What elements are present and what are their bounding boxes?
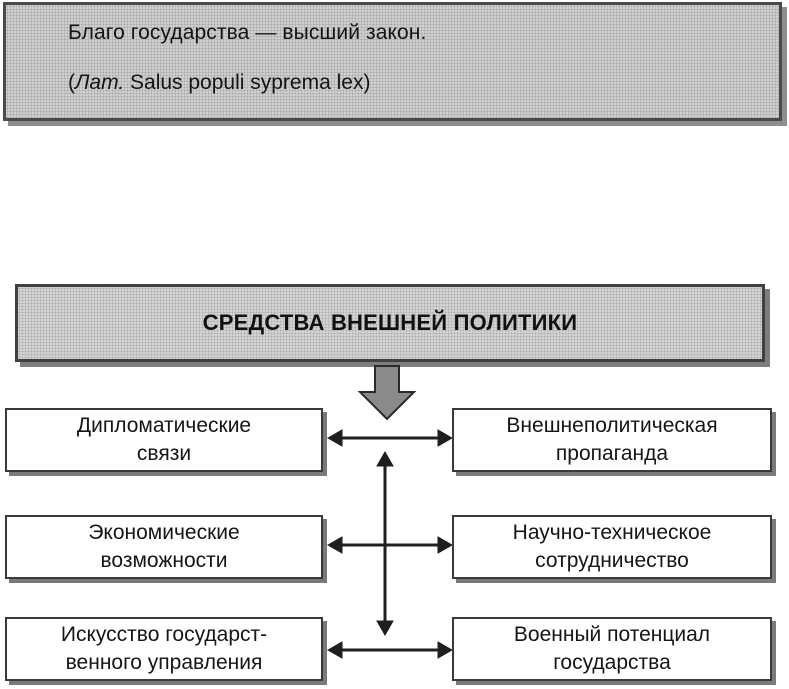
diagram-title: СРЕДСТВА ВНЕШНЕЙ ПОЛИТИКИ xyxy=(202,310,578,335)
vertical-connector-icon xyxy=(376,450,394,637)
quote-latin-text: Salus populi syprema lex) xyxy=(124,71,371,94)
diagram-title-box: СРЕДСТВА ВНЕШНЕЙ ПОЛИТИКИ xyxy=(15,284,765,362)
row1-connector-icon xyxy=(326,429,454,447)
item-scientific-cooperation: Научно-техническое сотрудничество xyxy=(452,515,772,579)
item-label: Экономические возможности xyxy=(88,521,240,572)
item-label: Искусство государст- венного управления xyxy=(60,623,268,674)
quote-latin-prefix: Лат. xyxy=(75,71,125,94)
quote-latin-open: ( xyxy=(68,71,75,94)
quote-text: Благо государства — высший закон. xyxy=(68,21,427,44)
down-arrow-icon xyxy=(357,365,417,421)
item-statecraft: Искусство государст- венного управления xyxy=(5,617,323,681)
item-military-potential: Военный потенциал государства xyxy=(452,617,772,681)
quote-latin: (Лат. Salus populi syprema lex) xyxy=(68,71,370,95)
item-diplomatic-relations: Дипломатические связи xyxy=(5,408,323,472)
item-label: Дипломатические связи xyxy=(76,414,252,465)
item-label: Внешнеполитическая пропаганда xyxy=(506,414,718,465)
row3-connector-icon xyxy=(326,641,454,659)
item-foreign-propaganda: Внешнеполитическая пропаганда xyxy=(452,408,772,472)
quote-box: Благо государства — высший закон. (Лат. … xyxy=(3,2,782,121)
row2-connector-icon xyxy=(326,536,454,554)
item-label: Военный потенциал государства xyxy=(513,623,711,674)
item-label: Научно-техническое сотрудничество xyxy=(512,521,712,572)
item-economic-capabilities: Экономические возможности xyxy=(5,515,323,579)
